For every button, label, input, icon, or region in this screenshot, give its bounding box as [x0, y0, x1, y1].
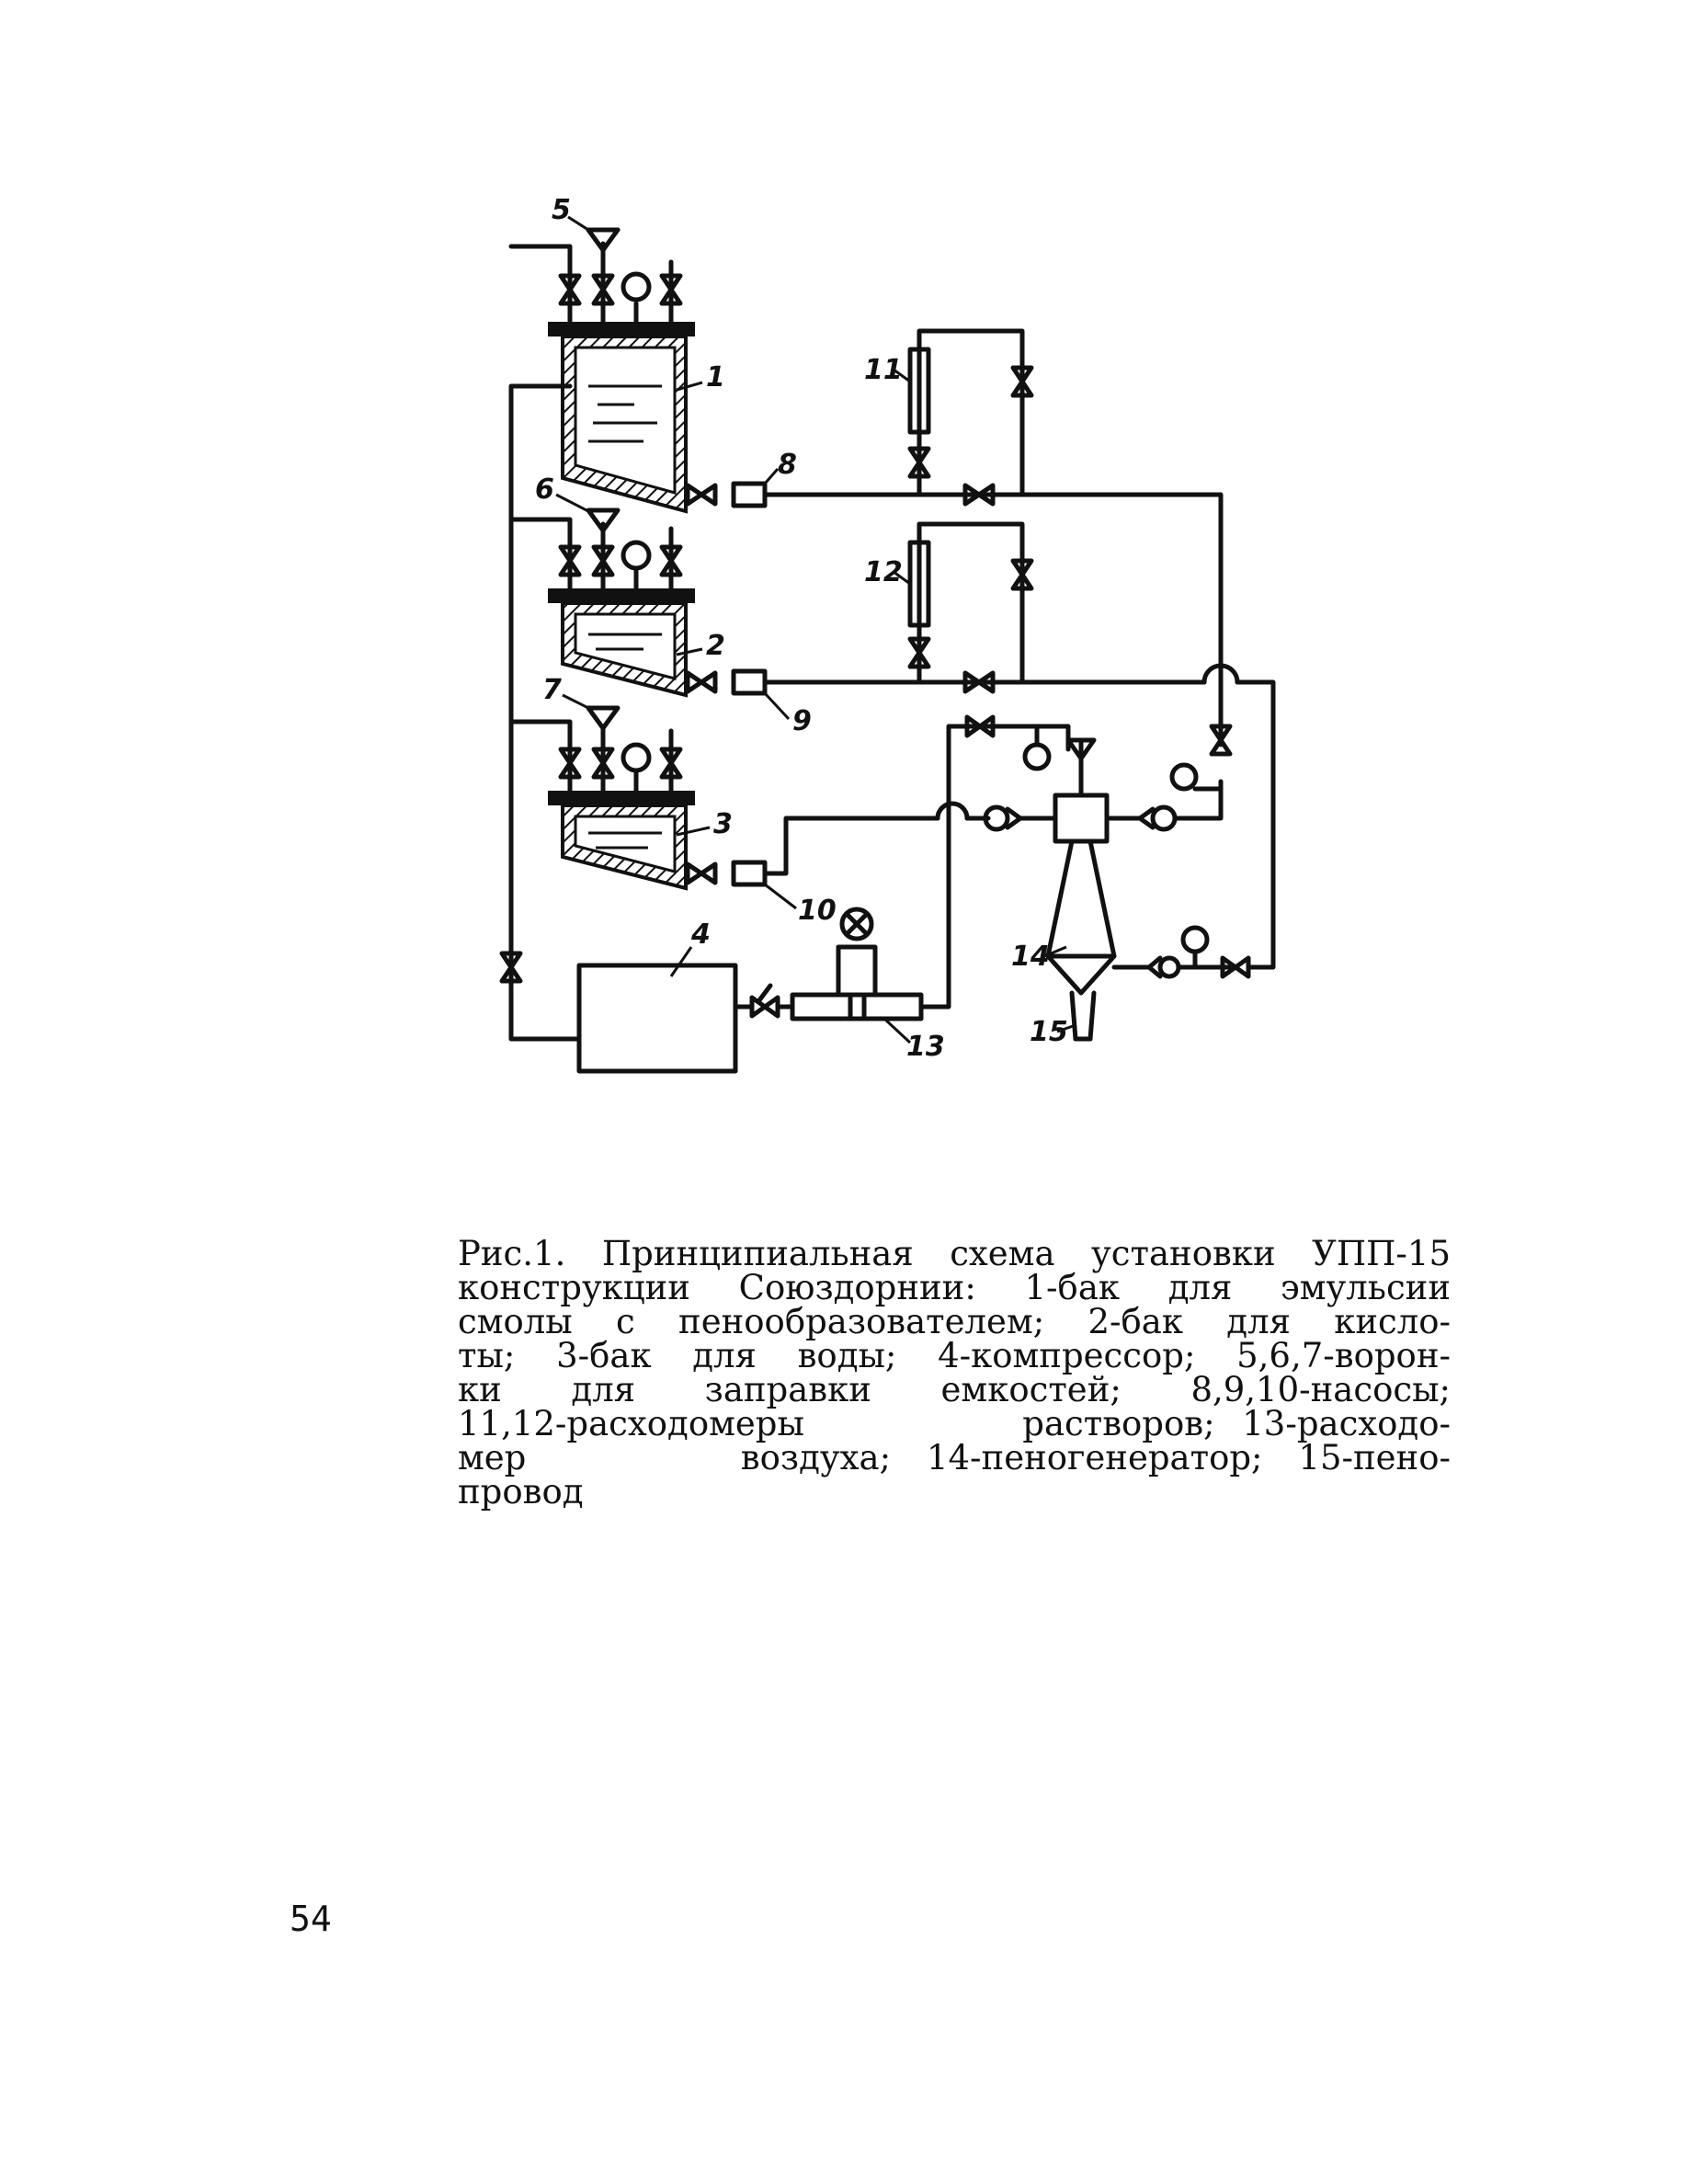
line-from-pump-8: [762, 492, 1224, 747]
svg-text:7: 7: [542, 674, 562, 706]
air-flowmeter-13: [733, 907, 951, 1021]
flowmeter-11: [907, 328, 1034, 507]
svg-text:9: 9: [792, 705, 812, 737]
pump-8: [685, 481, 768, 508]
line-from-pump-9: [762, 663, 1276, 970]
tank-3: [548, 791, 695, 891]
tank-3-fittings: [558, 724, 683, 793]
svg-text:4: 4: [690, 918, 711, 951]
caption-line: 11,12-расходомеры растворов; 13-расходо-: [458, 1404, 1451, 1443]
page-number: 54: [290, 1899, 332, 1939]
tank-2: [548, 588, 695, 698]
label-2: 2: [676, 630, 725, 662]
installation-scheme-diagram: 5 1 6 2 7 3 8 9 10 11 12 4 13 14 15: [499, 194, 1276, 1074]
svg-text:6: 6: [535, 473, 554, 506]
tank-2-fittings: [558, 521, 683, 591]
label-13: 13: [882, 1017, 945, 1063]
line-from-pump-10: [762, 801, 1058, 876]
svg-text:11: 11: [864, 354, 903, 386]
label-7: 7: [542, 674, 589, 710]
svg-text:2: 2: [706, 630, 725, 662]
flowmeter-12: [907, 521, 1034, 694]
caption-line: провод: [458, 1472, 584, 1512]
foam-line-15: [1069, 990, 1097, 1042]
label-9: 9: [763, 691, 812, 737]
svg-text:14: 14: [1011, 941, 1050, 973]
label-6: 6: [535, 473, 589, 513]
label-8: 8: [763, 449, 797, 485]
label-11: 11: [864, 354, 911, 386]
air-line-valve: [499, 951, 523, 984]
pump-9: [685, 668, 768, 696]
svg-text:13: 13: [906, 1031, 945, 1063]
svg-text:1: 1: [706, 361, 725, 394]
funnel-6: [586, 508, 621, 533]
figure-caption: Рис.1. Принципиальная схема установки УП…: [458, 1237, 1451, 1509]
label-5: 5: [552, 194, 589, 232]
label-12: 12: [864, 556, 911, 588]
right-line-valve: [1169, 724, 1233, 792]
svg-text:10: 10: [798, 895, 837, 927]
tank-1-fittings: [558, 241, 683, 325]
label-15: 15: [1030, 1016, 1076, 1048]
label-4: 4: [669, 918, 711, 977]
label-10: 10: [764, 883, 837, 927]
label-3: 3: [676, 808, 733, 840]
svg-text:15: 15: [1030, 1016, 1068, 1048]
caption-line: смолы с пенообразователем; 2-бак для кис…: [458, 1302, 1451, 1341]
pump-10: [685, 860, 768, 887]
compressor-4: [576, 963, 738, 1074]
funnel-5: [586, 227, 621, 253]
svg-text:12: 12: [864, 556, 903, 588]
caption-line: ки для заправки емкостей; 8,9,10-насосы;: [458, 1370, 1451, 1409]
foam-generator-14: [1045, 737, 1251, 996]
svg-text:8: 8: [778, 449, 797, 481]
caption-line: мер воздуха; 14-пеногенератор; 15-пено-: [458, 1438, 1451, 1477]
tank-1: [548, 322, 695, 514]
caption-line: Рис.1. Принципиальная схема установки УП…: [458, 1234, 1451, 1273]
label-14: 14: [1011, 941, 1067, 973]
svg-text:3: 3: [713, 808, 733, 840]
top-generator-line: [946, 714, 1071, 1005]
svg-text:5: 5: [552, 194, 571, 226]
caption-line: конструкции Союздорнии: 1-бак для эмульс…: [458, 1268, 1451, 1307]
funnel-7: [586, 705, 621, 731]
label-1: 1: [676, 361, 725, 394]
caption-line: ты; 3-бак для воды; 4-компрессор; 5,6,7-…: [458, 1336, 1451, 1375]
